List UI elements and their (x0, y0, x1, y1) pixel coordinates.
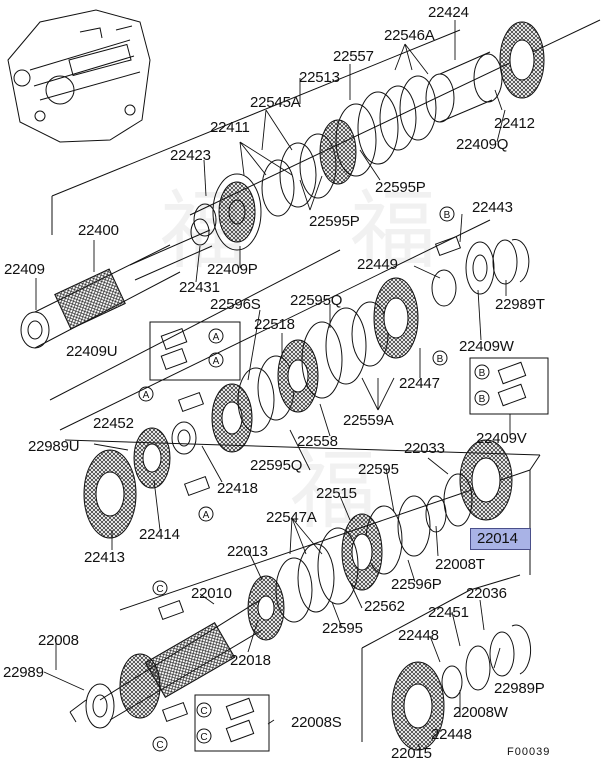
part-label[interactable]: 22547A (266, 509, 317, 526)
leader-lines (35, 20, 511, 749)
part-label[interactable]: 22557 (333, 48, 374, 65)
part-label[interactable]: 22595 (358, 461, 399, 478)
part-label[interactable]: 22596S (210, 296, 261, 313)
callout-b: B (437, 354, 444, 365)
synchro-stack-middle (83, 239, 530, 539)
part-label[interactable]: 22518 (254, 316, 295, 333)
part-label[interactable]: 22513 (299, 69, 340, 86)
part-label[interactable]: 22409W (459, 338, 514, 355)
callout-b: B (444, 210, 451, 221)
part-label[interactable]: 22010 (191, 585, 232, 602)
part-label[interactable]: 22545A (250, 94, 301, 111)
part-label[interactable]: 22414 (139, 526, 180, 543)
part-label[interactable]: 22596P (391, 576, 442, 593)
part-label[interactable]: 22546A (384, 27, 435, 44)
part-label[interactable]: 22424 (428, 4, 469, 21)
part-label[interactable]: 22008S (291, 714, 342, 731)
callout-b: B (479, 368, 486, 379)
part-label[interactable]: 22595P (309, 213, 360, 230)
part-label[interactable]: 22409P (207, 261, 258, 278)
part-label[interactable]: 22989P (494, 680, 545, 697)
callout-b: B (479, 394, 486, 405)
part-label-highlighted[interactable]: 22014 (470, 528, 531, 550)
callout-a: A (213, 332, 220, 343)
part-label[interactable]: 22033 (404, 440, 445, 457)
part-label[interactable]: 22562 (364, 598, 405, 615)
callout-c: C (200, 706, 207, 717)
main-shaft-upper (20, 173, 262, 349)
callout-a: A (203, 510, 210, 521)
part-label[interactable]: 22989 (3, 664, 44, 681)
part-label[interactable]: 22413 (84, 549, 125, 566)
watermark: 福 (350, 183, 436, 279)
part-label[interactable]: 22409V (476, 430, 527, 447)
part-label[interactable]: 22595Q (250, 457, 303, 474)
callout-c: C (156, 584, 163, 595)
part-label[interactable]: 22423 (170, 147, 211, 164)
part-label[interactable]: 22989T (495, 296, 545, 313)
part-label[interactable]: 22559A (343, 412, 394, 429)
part-label[interactable]: 22409U (66, 343, 118, 360)
part-label[interactable]: 22595Q (290, 292, 343, 309)
figure-id: F00039 (507, 746, 551, 758)
part-label[interactable]: 22018 (230, 652, 271, 669)
part-label[interactable]: 22448 (431, 726, 472, 743)
transmission-thumbnail (7, 9, 151, 143)
part-label[interactable]: 22595 (322, 620, 363, 637)
part-label[interactable]: 22036 (466, 585, 507, 602)
part-label[interactable]: 22411 (210, 119, 250, 136)
callout-markers (138, 206, 490, 752)
part-label[interactable]: 22595P (375, 179, 426, 196)
part-label[interactable]: 22008T (435, 556, 485, 573)
callout-c: C (200, 732, 207, 743)
part-label[interactable]: 22412 (494, 115, 535, 132)
part-label[interactable]: 22448 (398, 627, 439, 644)
part-label[interactable]: 22989U (28, 438, 80, 455)
part-label[interactable]: 22008 (38, 632, 79, 649)
part-label[interactable]: 22418 (217, 480, 258, 497)
needle-bearing-groups (149, 235, 549, 752)
callout-a: A (213, 356, 220, 367)
part-label[interactable]: 22443 (472, 199, 513, 216)
part-label[interactable]: 22431 (179, 279, 220, 296)
part-label[interactable]: 22409 (4, 261, 45, 278)
part-label[interactable]: 22447 (399, 375, 440, 392)
callout-c: C (156, 740, 163, 751)
part-label[interactable]: 22409Q (456, 136, 509, 153)
part-label[interactable]: 22451 (428, 604, 469, 621)
part-label[interactable]: 22400 (78, 222, 119, 239)
part-label[interactable]: 22449 (357, 256, 398, 273)
callout-a: A (143, 390, 150, 401)
part-label[interactable]: 22013 (227, 543, 268, 560)
part-label[interactable]: 22452 (93, 415, 134, 432)
part-label[interactable]: 22515 (316, 485, 357, 502)
part-label[interactable]: 22008W (453, 704, 508, 721)
part-label[interactable]: 22015 (391, 745, 432, 762)
synchro-stack-upper (261, 21, 545, 217)
part-label[interactable]: 22558 (297, 433, 338, 450)
